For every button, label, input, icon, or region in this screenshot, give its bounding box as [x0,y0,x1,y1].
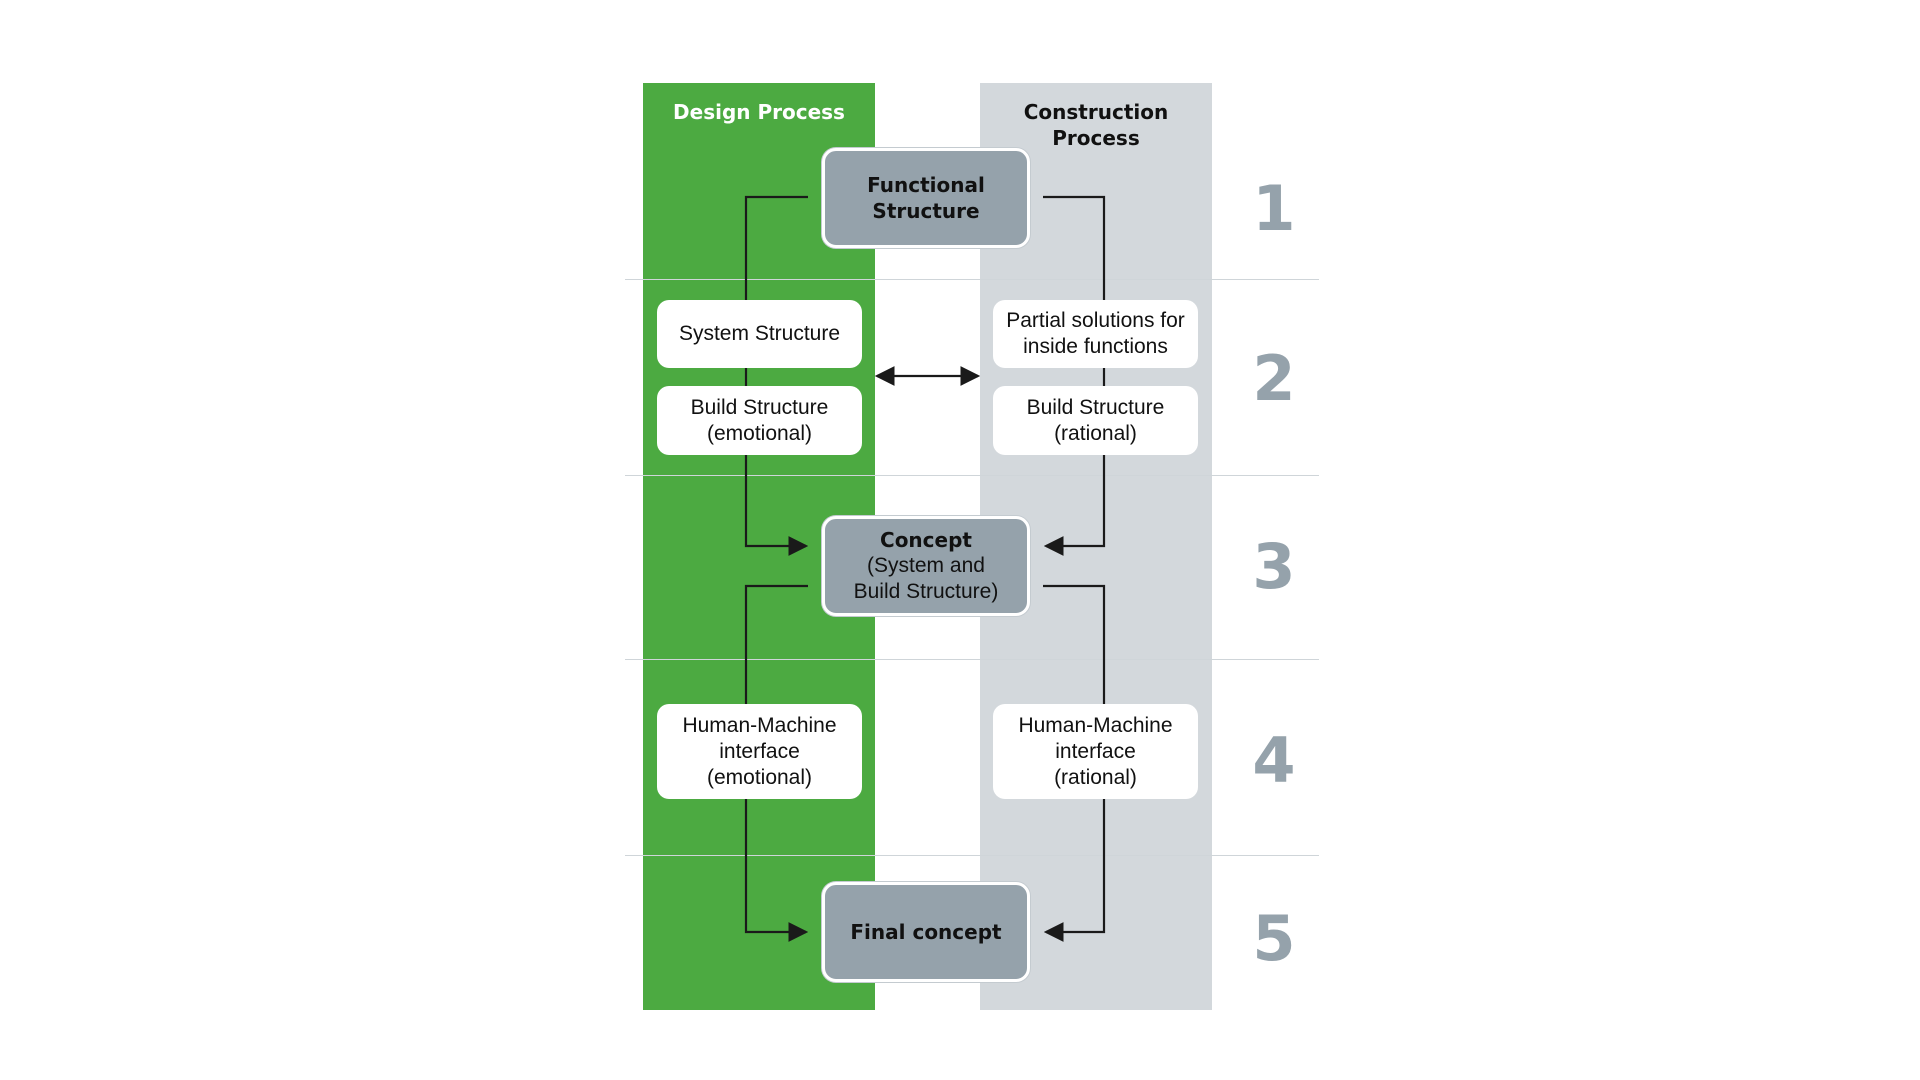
functional-structure-line1: Functional [867,173,985,197]
step-number-2: 2 [1252,342,1296,415]
partial-solutions-box: Partial solutions for inside functions [993,300,1198,368]
final-concept-text: Final concept [850,920,1002,944]
system-structure-text: System Structure [678,322,841,345]
connector-hmi-rational-to-final [1043,799,1106,942]
row-divider [625,279,1319,280]
connector-build-rational-to-concept [1043,455,1106,556]
build-structure-emotional-line2: (emotional) [706,421,813,445]
hmi-emotional-line2: interface [719,739,800,763]
connector-concept-to-hmi-rational [1043,584,1106,704]
step-number-3: 3 [1252,530,1296,603]
functional-structure-box: Functional Structure [822,148,1030,248]
concept-line2: (System and [867,554,985,577]
step-number-5: 5 [1252,902,1296,975]
build-structure-rational-line1: Build Structure [1026,395,1165,419]
hmi-emotional-line3: (emotional) [706,765,813,789]
build-structure-rational-box: Build Structure (rational) [993,386,1198,455]
connector-hmi-emotional-to-final [744,799,809,942]
step-number-1: 1 [1252,172,1296,245]
hmi-rational-box: Human-Machine interface (rational) [993,704,1198,799]
connector-functional-to-partial [1043,195,1106,300]
concept-title: Concept [880,528,972,552]
partial-solutions-line1: Partial solutions for [1006,309,1185,332]
construction-process-title: Construction Process [980,99,1212,151]
partial-solutions-line2: inside functions [1023,335,1168,358]
row-divider [625,659,1319,660]
step-number-4: 4 [1252,724,1296,797]
hmi-emotional-box: Human-Machine interface (emotional) [657,704,862,799]
connector-functional-to-system [744,195,808,300]
hmi-emotional-line1: Human-Machine [682,713,837,737]
hmi-rational-line3: (rational) [1054,765,1137,789]
functional-structure-line2: Structure [872,199,980,223]
hmi-rational-line1: Human-Machine [1018,713,1173,737]
final-concept-box: Final concept [822,882,1030,982]
construction-title-line2: Process [1052,126,1140,150]
row-divider [625,475,1319,476]
row-divider [625,855,1319,856]
system-structure-box: System Structure [657,300,862,368]
hmi-rational-line2: interface [1055,739,1136,763]
build-structure-emotional-line1: Build Structure [690,395,829,419]
design-process-title: Design Process [643,99,875,125]
concept-box: Concept (System and Build Structure) [822,516,1030,616]
build-structure-emotional-box: Build Structure (emotional) [657,386,862,455]
build-structure-rational-line2: (rational) [1054,421,1137,445]
concept-line3: Build Structure) [853,580,999,603]
design-process-title-text: Design Process [673,100,845,124]
connector-build-emotional-to-concept [744,455,809,556]
construction-title-line1: Construction [1023,100,1169,124]
connector-concept-to-hmi-emotional [744,584,808,704]
